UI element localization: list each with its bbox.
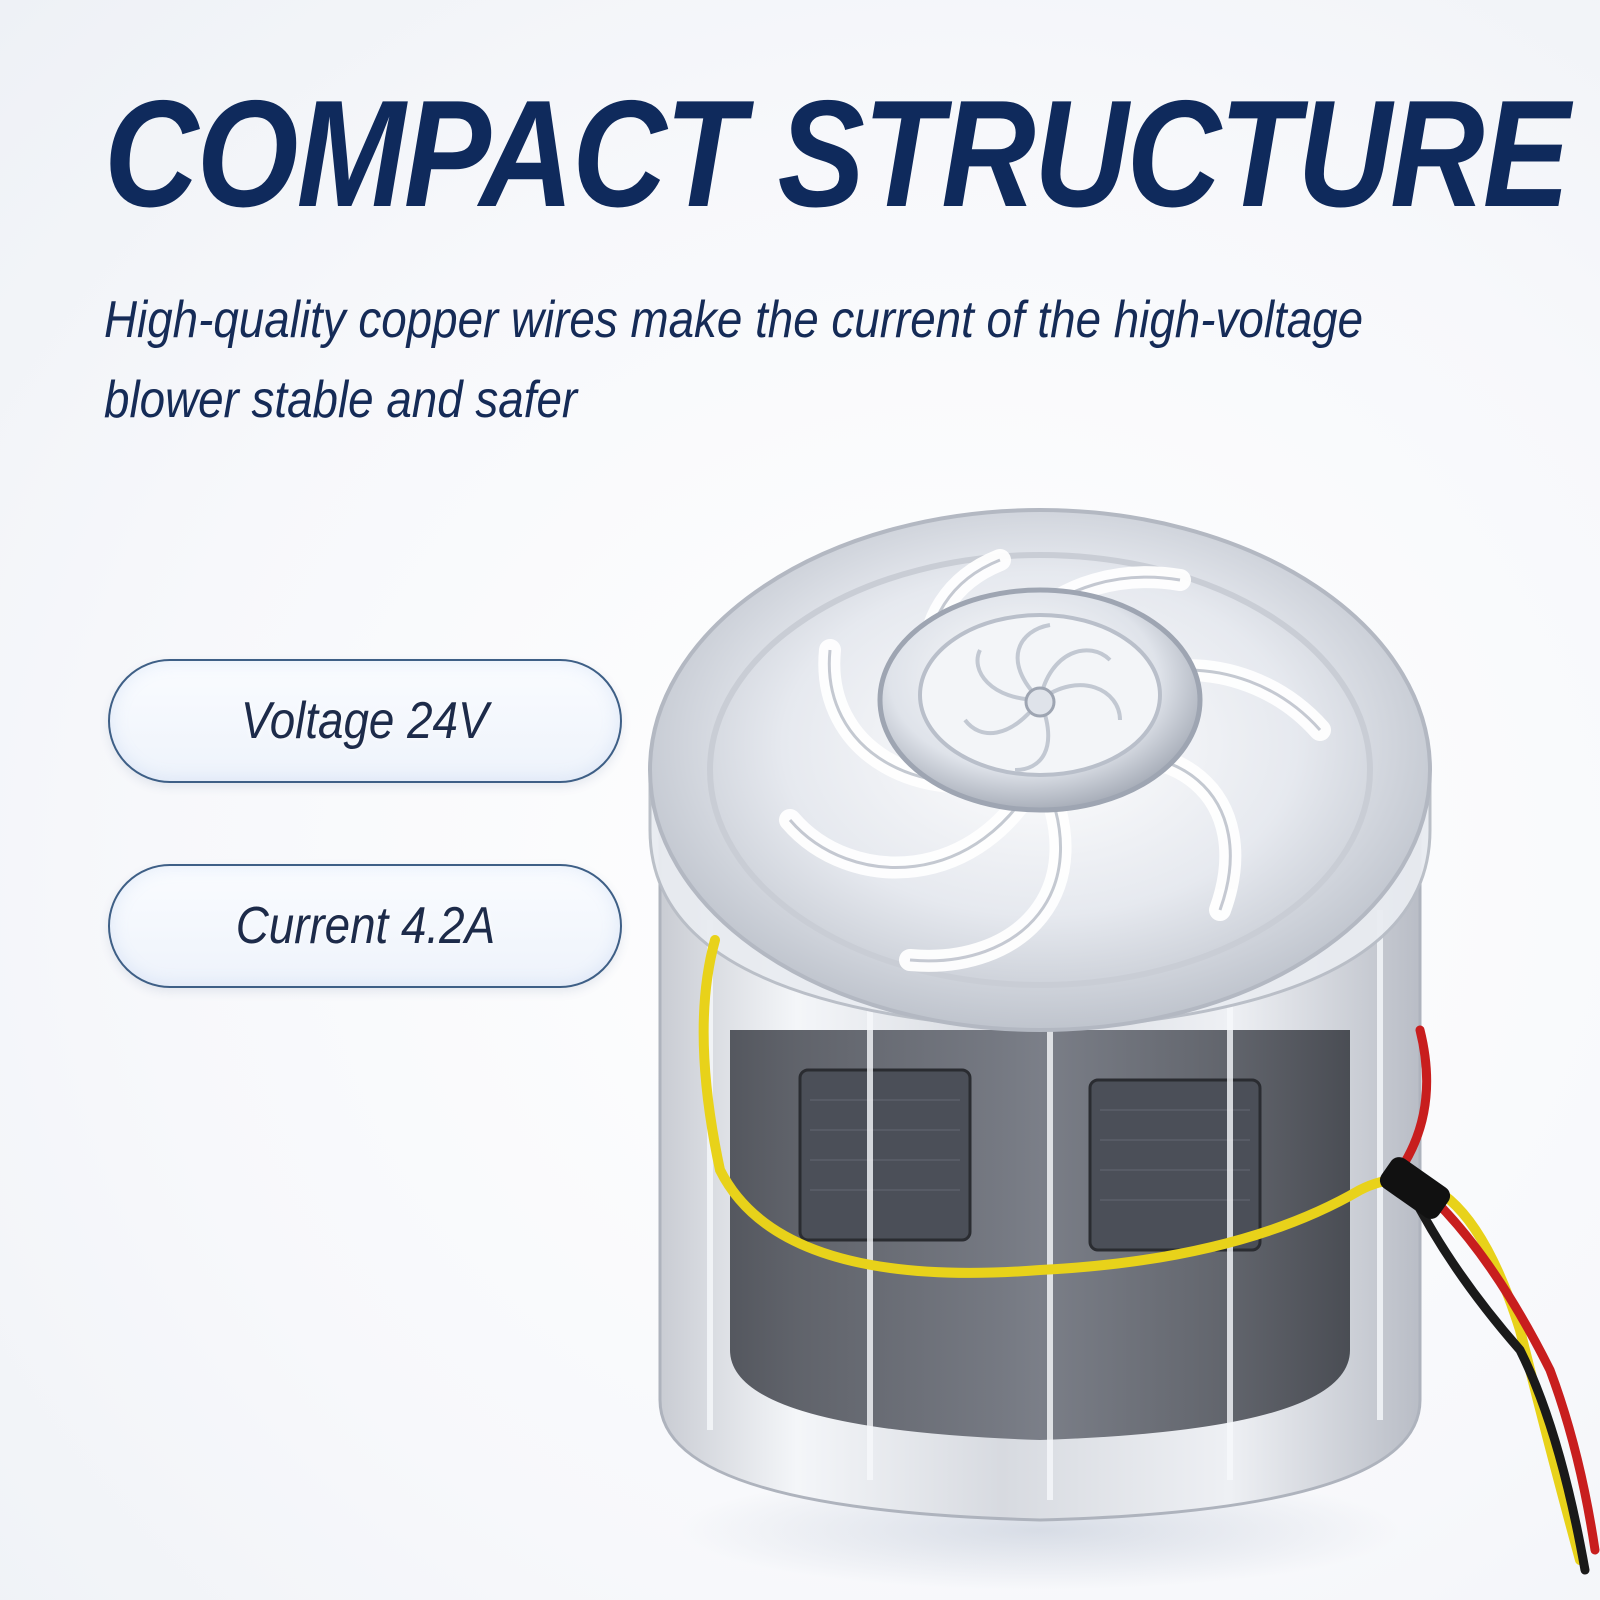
wire-sleeve: [1379, 1157, 1451, 1219]
yellow-wire: [698, 935, 1585, 1565]
spec-pill-current: Current 4.2A: [108, 864, 622, 988]
coil-left: [798, 1068, 972, 1242]
page-title: COMPACT STRUCTURE: [104, 69, 1570, 239]
black-wire: [1405, 1185, 1590, 1575]
coil-right: [1088, 1078, 1262, 1252]
spec-label-current: Current 4.2A: [235, 897, 495, 955]
red-wire: [1393, 1025, 1600, 1555]
blower-motor-image: [648, 508, 1600, 1590]
page-subtitle: High-quality copper wires make the curre…: [104, 291, 1364, 429]
spec-pill-voltage: Voltage 24V: [108, 659, 622, 783]
spec-label-voltage: Voltage 24V: [241, 692, 489, 750]
